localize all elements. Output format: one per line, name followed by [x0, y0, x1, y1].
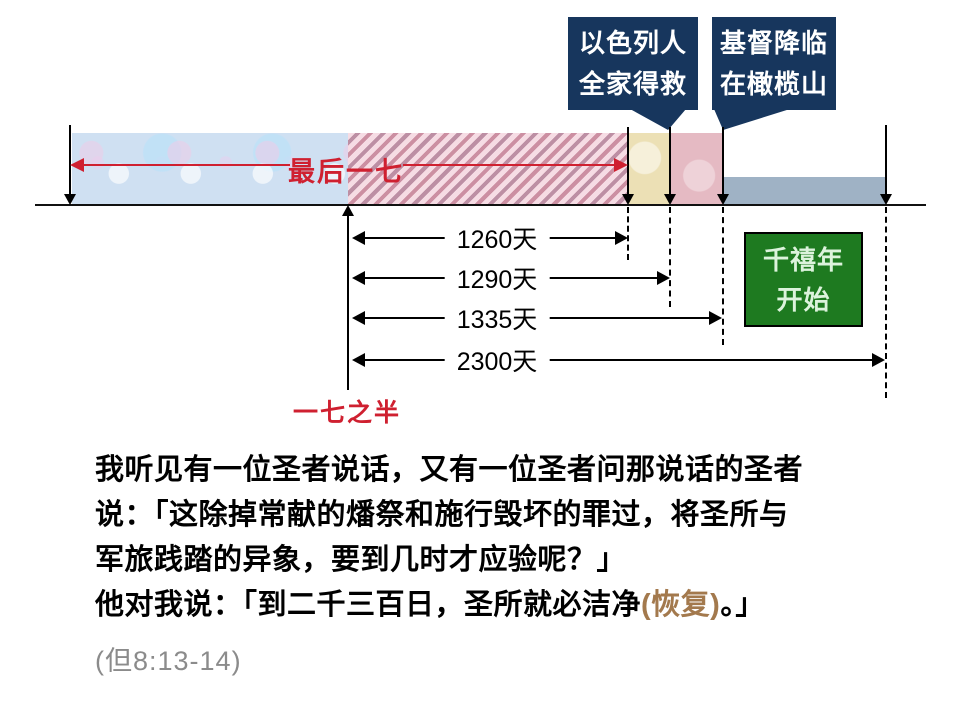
- right-arrowhead-icon: [872, 353, 885, 367]
- duration-arrow-1290: 1290天: [352, 260, 670, 296]
- millennium-bar: [723, 177, 886, 204]
- duration-label-1335: 1335天: [444, 300, 550, 336]
- millennium-line2: 开始: [776, 285, 831, 315]
- left-arrowhead-icon: [70, 158, 84, 172]
- scripture-line4-pre: 他对我说：「到二千三百日，圣所就必洁净: [95, 589, 642, 621]
- label-last-seven: 最后一七: [288, 157, 404, 187]
- dashed-drop-line: [627, 207, 629, 260]
- marker-1290-end: [664, 127, 676, 205]
- up-arrowhead-icon: [342, 205, 354, 216]
- left-arrowhead-icon: [352, 353, 365, 367]
- down-arrowhead-icon: [622, 194, 634, 205]
- left-arrowhead-icon: [352, 271, 365, 285]
- marker-1260-end: [622, 127, 634, 205]
- duration-arrow-2300: 2300天: [352, 342, 885, 378]
- callout-israel-line2: 全家得救: [578, 69, 687, 99]
- timeline-segment-pink: [670, 133, 723, 204]
- duration-label-1260: 1260天: [444, 220, 550, 256]
- callout-israel-line1: 以色列人: [578, 28, 687, 58]
- right-arrowhead-icon: [615, 231, 628, 245]
- down-arrowhead-icon: [664, 194, 676, 205]
- scripture-line-3: 军旅践踏的异象，要到几时才应验呢？」: [95, 544, 627, 576]
- dashed-drop-line: [885, 207, 887, 398]
- scripture-line4-highlight: (恢复): [641, 589, 721, 621]
- dashed-drop-line: [722, 207, 724, 345]
- last-seven-arrow-line-left: [76, 164, 290, 166]
- scripture-citation: (但8:13-14): [95, 646, 242, 676]
- duration-arrow-1260: 1260天: [352, 220, 628, 256]
- timeline-segment-blue-mottled: [72, 133, 348, 204]
- callout-tail-icon: [630, 109, 686, 130]
- label-half-of-seven: 一七之半: [292, 399, 402, 427]
- marker-half-of-seven: [342, 205, 354, 390]
- timeline-segment-cream: [628, 133, 670, 204]
- duration-label-2300: 2300天: [444, 342, 550, 378]
- marker-2300-end: [880, 125, 892, 205]
- last-seven-arrow-line-right: [403, 164, 615, 166]
- timeline-axis: [35, 204, 926, 206]
- duration-label-1290: 1290天: [444, 260, 550, 296]
- duration-arrow-1335: 1335天: [352, 300, 722, 336]
- marker-1335-end: [717, 127, 729, 205]
- callout-christ-line1: 基督降临: [719, 28, 828, 58]
- right-arrowhead-icon: [657, 271, 670, 285]
- callout-israel-saved: 以色列人 全家得救: [568, 17, 698, 110]
- down-arrowhead-icon: [880, 194, 892, 205]
- right-arrowhead-icon: [709, 311, 722, 325]
- scripture-line-4: 他对我说：「到二千三百日，圣所就必洁净(恢复)。」: [95, 583, 895, 628]
- scripture-block: 我听见有一位圣者说话，又有一位圣者问那说话的圣者 说：「这除掉常献的燔祭和施行毁…: [95, 448, 895, 678]
- right-arrowhead-icon: [614, 158, 628, 172]
- timeline-segment-last-seven-hatched: [348, 133, 628, 204]
- down-arrowhead-icon: [717, 194, 729, 205]
- scripture-line-2: 说：「这除掉常献的燔祭和施行毁坏的罪过，将圣所与: [95, 499, 789, 531]
- dashed-drop-line: [669, 207, 671, 307]
- scripture-line4-post: 。」: [720, 589, 765, 621]
- callout-christ-olives: 基督降临 在橄榄山: [712, 17, 836, 110]
- down-arrowhead-icon: [64, 194, 76, 205]
- left-arrowhead-icon: [352, 311, 365, 325]
- left-arrowhead-icon: [352, 231, 365, 245]
- scripture-line-1: 我听见有一位圣者说话，又有一位圣者问那说话的圣者: [95, 454, 804, 486]
- millennium-begins-box: 千禧年 开始: [744, 232, 863, 327]
- callout-christ-line2: 在橄榄山: [719, 69, 828, 99]
- millennium-line1: 千禧年: [762, 245, 844, 275]
